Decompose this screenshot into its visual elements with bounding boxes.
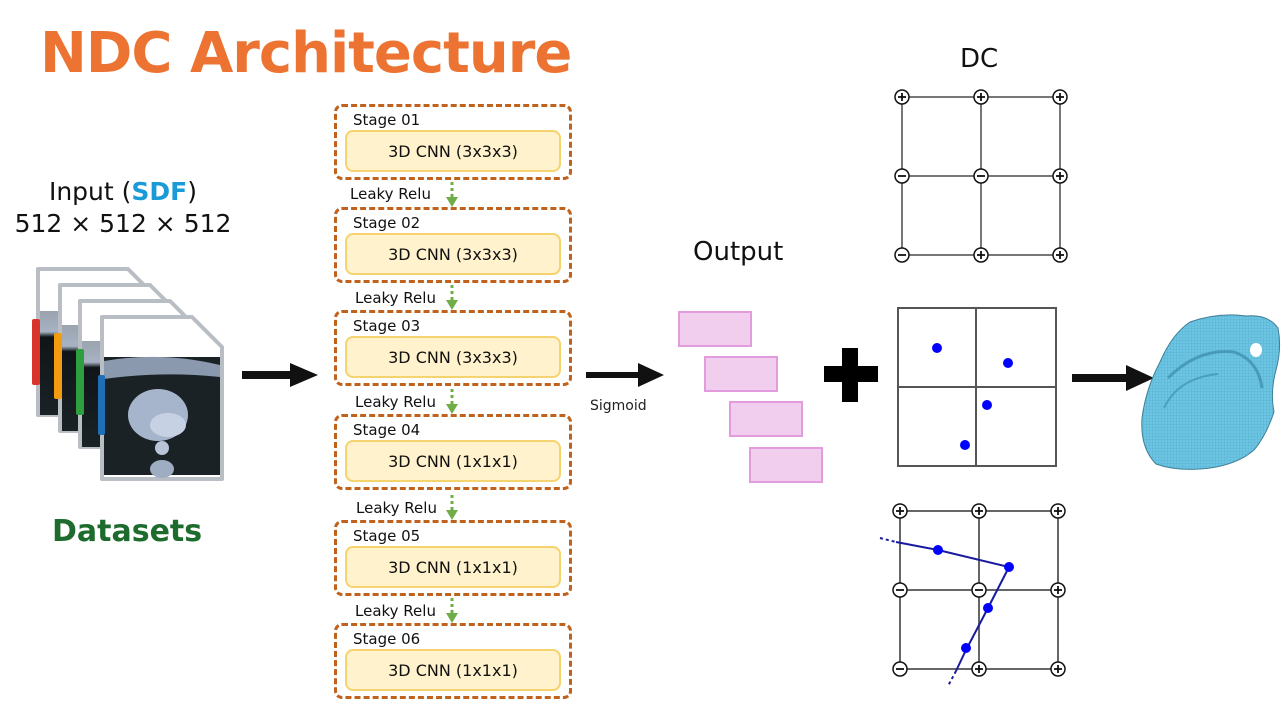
tab-red	[32, 319, 40, 385]
stage-06: Stage 06 3D CNN (1x1x1)	[334, 623, 572, 699]
arrow-down-dashed-icon	[446, 182, 458, 207]
plus-node-icon	[1050, 503, 1066, 519]
minus-node-icon	[892, 582, 908, 598]
plus-node-icon	[1052, 89, 1068, 105]
vertex-grid	[897, 307, 1057, 467]
vertex-point	[933, 545, 943, 555]
activation-label: Leaky Relu	[355, 393, 436, 411]
vertex-point	[983, 603, 993, 613]
stage-layer: 3D CNN (3x3x3)	[345, 336, 561, 378]
vertex-point	[961, 643, 971, 653]
document-page-4	[98, 315, 224, 481]
plus-node-icon	[971, 661, 987, 677]
stage-title: Stage 04	[353, 421, 421, 439]
activation-label: Leaky Relu	[355, 289, 436, 307]
tab-blue	[98, 375, 105, 435]
arrow-down-dashed-icon	[446, 495, 458, 520]
stage-layer: 3D CNN (3x3x3)	[345, 233, 561, 275]
input-suffix: )	[187, 177, 198, 206]
datasets-label: Datasets	[52, 514, 203, 549]
activation-label: Leaky Relu	[355, 602, 436, 620]
plus-icon	[824, 348, 878, 402]
plus-node-icon	[973, 247, 989, 263]
stage-layer: 3D CNN (1x1x1)	[345, 440, 561, 482]
reconstructed-mesh-icon	[1141, 314, 1281, 470]
vertex-point	[1003, 358, 1013, 368]
plus-node-icon	[1050, 582, 1066, 598]
stage-title: Stage 02	[353, 214, 421, 232]
ct-dataset-stack-icon	[32, 267, 224, 481]
sigmoid-label: Sigmoid	[590, 398, 647, 414]
plus-node-icon	[973, 89, 989, 105]
minus-node-icon	[973, 168, 989, 184]
output-feature-block	[729, 401, 803, 437]
minus-node-icon	[894, 168, 910, 184]
activation-label: Leaky Relu	[350, 185, 431, 203]
input-type-line: Input (SDF)	[0, 176, 246, 208]
stage-02: Stage 02 3D CNN (3x3x3)	[334, 207, 572, 283]
arrow-down-dashed-icon	[446, 598, 458, 623]
arrow-right-icon	[586, 363, 664, 387]
output-feature-block	[704, 356, 778, 392]
stage-title: Stage 03	[353, 317, 421, 335]
arrow-right-icon	[1072, 365, 1154, 391]
vertex-point	[960, 440, 970, 450]
activation-label: Leaky Relu	[356, 499, 437, 517]
output-feature-block	[749, 447, 823, 483]
arrow-down-dashed-icon	[446, 285, 458, 310]
tab-green	[76, 349, 84, 415]
output-label: Output	[693, 237, 784, 267]
minus-node-icon	[971, 582, 987, 598]
tab-orange	[54, 333, 62, 399]
page-title: NDC Architecture	[40, 21, 572, 86]
stage-layer: 3D CNN (3x3x3)	[345, 130, 561, 172]
stage-layer: 3D CNN (1x1x1)	[345, 546, 561, 588]
stage-title: Stage 06	[353, 630, 421, 648]
plus-node-icon	[1052, 168, 1068, 184]
input-dimensions: 512 × 512 × 512	[14, 209, 232, 238]
stage-05: Stage 05 3D CNN (1x1x1)	[334, 520, 572, 596]
arrow-right-icon	[242, 363, 318, 387]
stage-04: Stage 04 3D CNN (1x1x1)	[334, 414, 572, 490]
arrow-down-dashed-icon	[446, 389, 458, 414]
output-feature-block	[678, 311, 752, 347]
plus-node-icon	[894, 89, 910, 105]
vertex-point	[1004, 562, 1014, 572]
plus-node-icon	[1052, 247, 1068, 263]
stage-03: Stage 03 3D CNN (3x3x3)	[334, 310, 572, 386]
mesh-extraction-grid	[879, 503, 1066, 687]
sdf-label: SDF	[131, 177, 188, 206]
minus-node-icon	[894, 247, 910, 263]
stage-title: Stage 05	[353, 527, 421, 545]
stage-layer: 3D CNN (1x1x1)	[345, 649, 561, 691]
plus-node-icon	[892, 503, 908, 519]
minus-node-icon	[892, 661, 908, 677]
input-label: Input (SDF) 512 × 512 × 512	[0, 176, 246, 240]
stage-title: Stage 01	[353, 111, 421, 129]
input-prefix: Input (	[48, 177, 132, 206]
vertex-point	[982, 400, 992, 410]
plus-node-icon	[971, 503, 987, 519]
vertex-point	[932, 343, 942, 353]
dc-label: DC	[960, 44, 999, 74]
dc-sign-grid	[894, 89, 1068, 263]
plus-node-icon	[1050, 661, 1066, 677]
stage-01: Stage 01 3D CNN (3x3x3)	[334, 104, 572, 180]
